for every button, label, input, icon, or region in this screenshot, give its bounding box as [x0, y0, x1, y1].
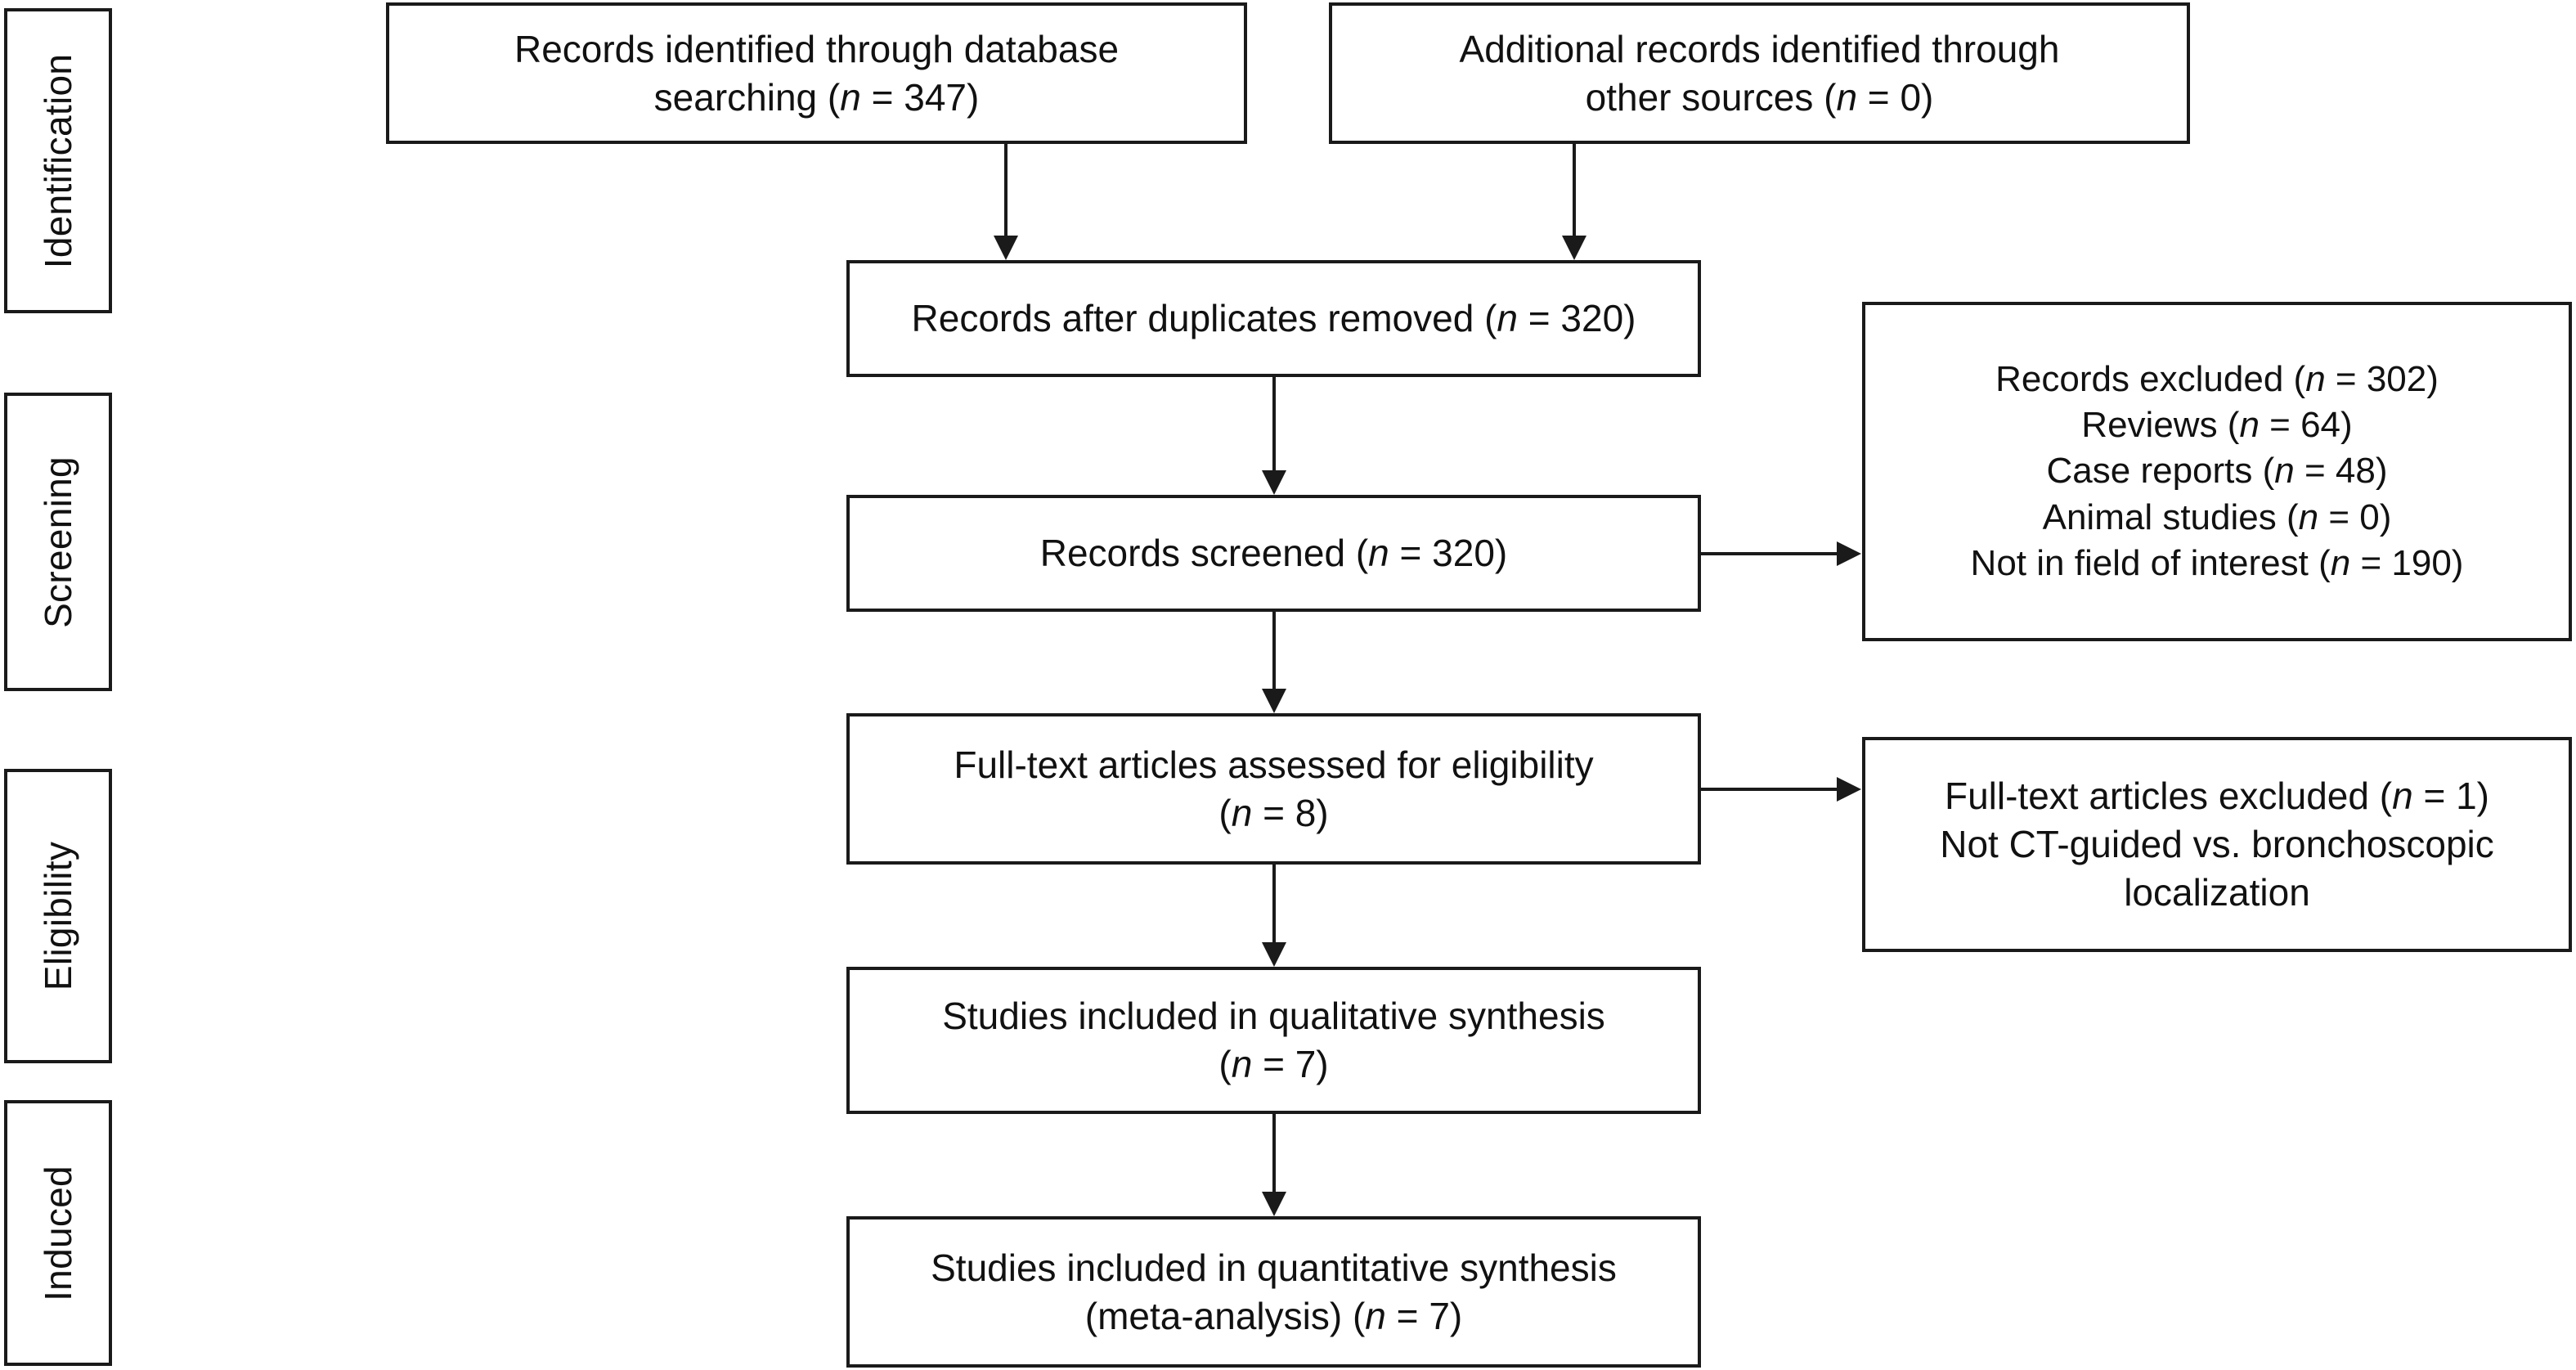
node-fulltext-line2-pre: (	[1218, 791, 1232, 834]
node-records-identified-database: Records identified through database sear…	[386, 2, 1247, 144]
arrowhead-duplicates-to-screened	[1262, 470, 1286, 495]
node-excluded-l1-pre: Records excluded (	[1995, 358, 2306, 399]
node-excluded-l2-pre: Reviews (	[2081, 405, 2240, 446]
node-quantitative-line2-post: = 7)	[1385, 1294, 1463, 1337]
stage-label-eligibility: Eligibility	[4, 769, 112, 1063]
node-records-screened: Records screened (n = 320)	[846, 495, 1701, 612]
node-fulltext-excluded: Full-text articles excluded (n = 1) Not …	[1862, 737, 2572, 952]
node-records-excluded: Records excluded (n = 302) Reviews (n = …	[1862, 302, 2572, 641]
node-ftexcl-l1-pre: Full-text articles excluded (	[1944, 775, 2393, 818]
connector-fulltext-to-excluded	[1701, 788, 1837, 791]
node-records-after-duplicates-removed: Records after duplicates removed (n = 32…	[846, 260, 1701, 377]
node-ftexcl-l1-n: n	[2392, 775, 2413, 818]
node-screened-pre: Records screened (	[1039, 532, 1369, 575]
node-quantitative-line2-pre: (meta-analysis) (	[1084, 1294, 1366, 1337]
stage-label-induced: Induced	[4, 1100, 112, 1366]
stage-label-identification: Identification	[4, 8, 112, 313]
node-quantitative-line1: Studies included in quantitative synthes…	[931, 1246, 1617, 1289]
node-excluded-l5-post: = 190)	[2350, 542, 2464, 583]
arrowhead-fulltext-to-excluded	[1837, 777, 1861, 802]
connector-fulltext-to-qualitative	[1272, 865, 1276, 942]
arrowhead-other-to-duplicates	[1562, 236, 1586, 260]
node-excluded-l2-n: n	[2239, 405, 2260, 446]
node-other-line2-n: n	[1836, 75, 1858, 119]
node-other-line1: Additional records identified through	[1459, 27, 2060, 70]
node-screened-n: n	[1368, 532, 1389, 575]
connector-duplicates-to-screened	[1272, 377, 1276, 470]
arrowhead-qualitative-to-quantitative	[1262, 1192, 1286, 1216]
stage-label-identification-text: Identification	[37, 53, 80, 268]
node-ftexcl-l3: localization	[2124, 870, 2310, 914]
stage-label-induced-text: Induced	[37, 1165, 80, 1301]
node-database-line1: Records identified through database	[514, 27, 1120, 70]
node-duplicates-post: = 320)	[1517, 297, 1636, 340]
node-excluded-l5-n: n	[2330, 542, 2351, 583]
node-fulltext-line2-post: = 8)	[1252, 791, 1329, 834]
stage-label-screening: Screening	[4, 393, 112, 691]
node-fulltext-line2-n: n	[1231, 791, 1253, 834]
node-excluded-l3-pre: Case reports (	[2046, 451, 2275, 492]
node-qualitative-synthesis: Studies included in qualitative synthesi…	[846, 967, 1701, 1114]
stage-label-eligibility-text: Eligibility	[37, 841, 79, 991]
node-qualitative-line2-n: n	[1231, 1043, 1253, 1085]
connector-qualitative-to-quantitative	[1272, 1114, 1276, 1192]
node-fulltext-line1: Full-text articles assessed for eligibil…	[954, 743, 1594, 786]
node-other-line2-pre: other sources (	[1585, 75, 1837, 119]
node-quantitative-line2-n: n	[1365, 1294, 1386, 1337]
node-screened-post: = 320)	[1389, 532, 1508, 575]
node-excluded-l2-post: = 64)	[2259, 405, 2353, 446]
node-excluded-l3-n: n	[2274, 451, 2295, 492]
node-qualitative-line2-pre: (	[1218, 1043, 1232, 1085]
node-qualitative-line1: Studies included in qualitative synthesi…	[942, 995, 1605, 1038]
connector-other-to-duplicates	[1573, 144, 1576, 236]
node-duplicates-n: n	[1497, 297, 1518, 340]
arrowhead-screened-to-excluded	[1837, 541, 1861, 566]
node-excluded-l4-post: = 0)	[2318, 496, 2392, 537]
node-duplicates-pre: Records after duplicates removed (	[911, 297, 1497, 340]
node-additional-records-other-sources: Additional records identified through ot…	[1329, 2, 2190, 144]
connector-screened-to-excluded	[1701, 552, 1837, 555]
node-database-line2-pre: searching (	[653, 75, 841, 119]
node-database-line2-n: n	[840, 75, 861, 119]
arrowhead-database-to-duplicates	[994, 236, 1018, 260]
node-ftexcl-l1-post: = 1)	[2412, 775, 2489, 818]
node-excluded-l5-pre: Not in field of interest (	[1970, 542, 2331, 583]
node-database-line2-post: = 347)	[860, 75, 980, 119]
connector-screened-to-fulltext	[1272, 612, 1276, 689]
connector-database-to-duplicates	[1004, 144, 1008, 236]
node-excluded-l1-n: n	[2305, 358, 2326, 399]
arrowhead-screened-to-fulltext	[1262, 689, 1286, 713]
stage-label-screening-text: Screening	[37, 456, 79, 628]
node-excluded-l4-n: n	[2298, 496, 2319, 537]
node-excluded-l1-post: = 302)	[2325, 358, 2439, 399]
node-quantitative-synthesis: Studies included in quantitative synthes…	[846, 1216, 1701, 1368]
node-other-line2-post: = 0)	[1857, 75, 1934, 119]
node-excluded-l4-pre: Animal studies (	[2042, 496, 2299, 537]
node-ftexcl-l2: Not CT-guided vs. bronchoscopic	[1940, 823, 2494, 866]
node-qualitative-line2-post: = 7)	[1252, 1043, 1329, 1085]
arrowhead-fulltext-to-qualitative	[1262, 942, 1286, 967]
node-excluded-l3-post: = 48)	[2294, 451, 2388, 492]
node-fulltext-assessed: Full-text articles assessed for eligibil…	[846, 713, 1701, 865]
